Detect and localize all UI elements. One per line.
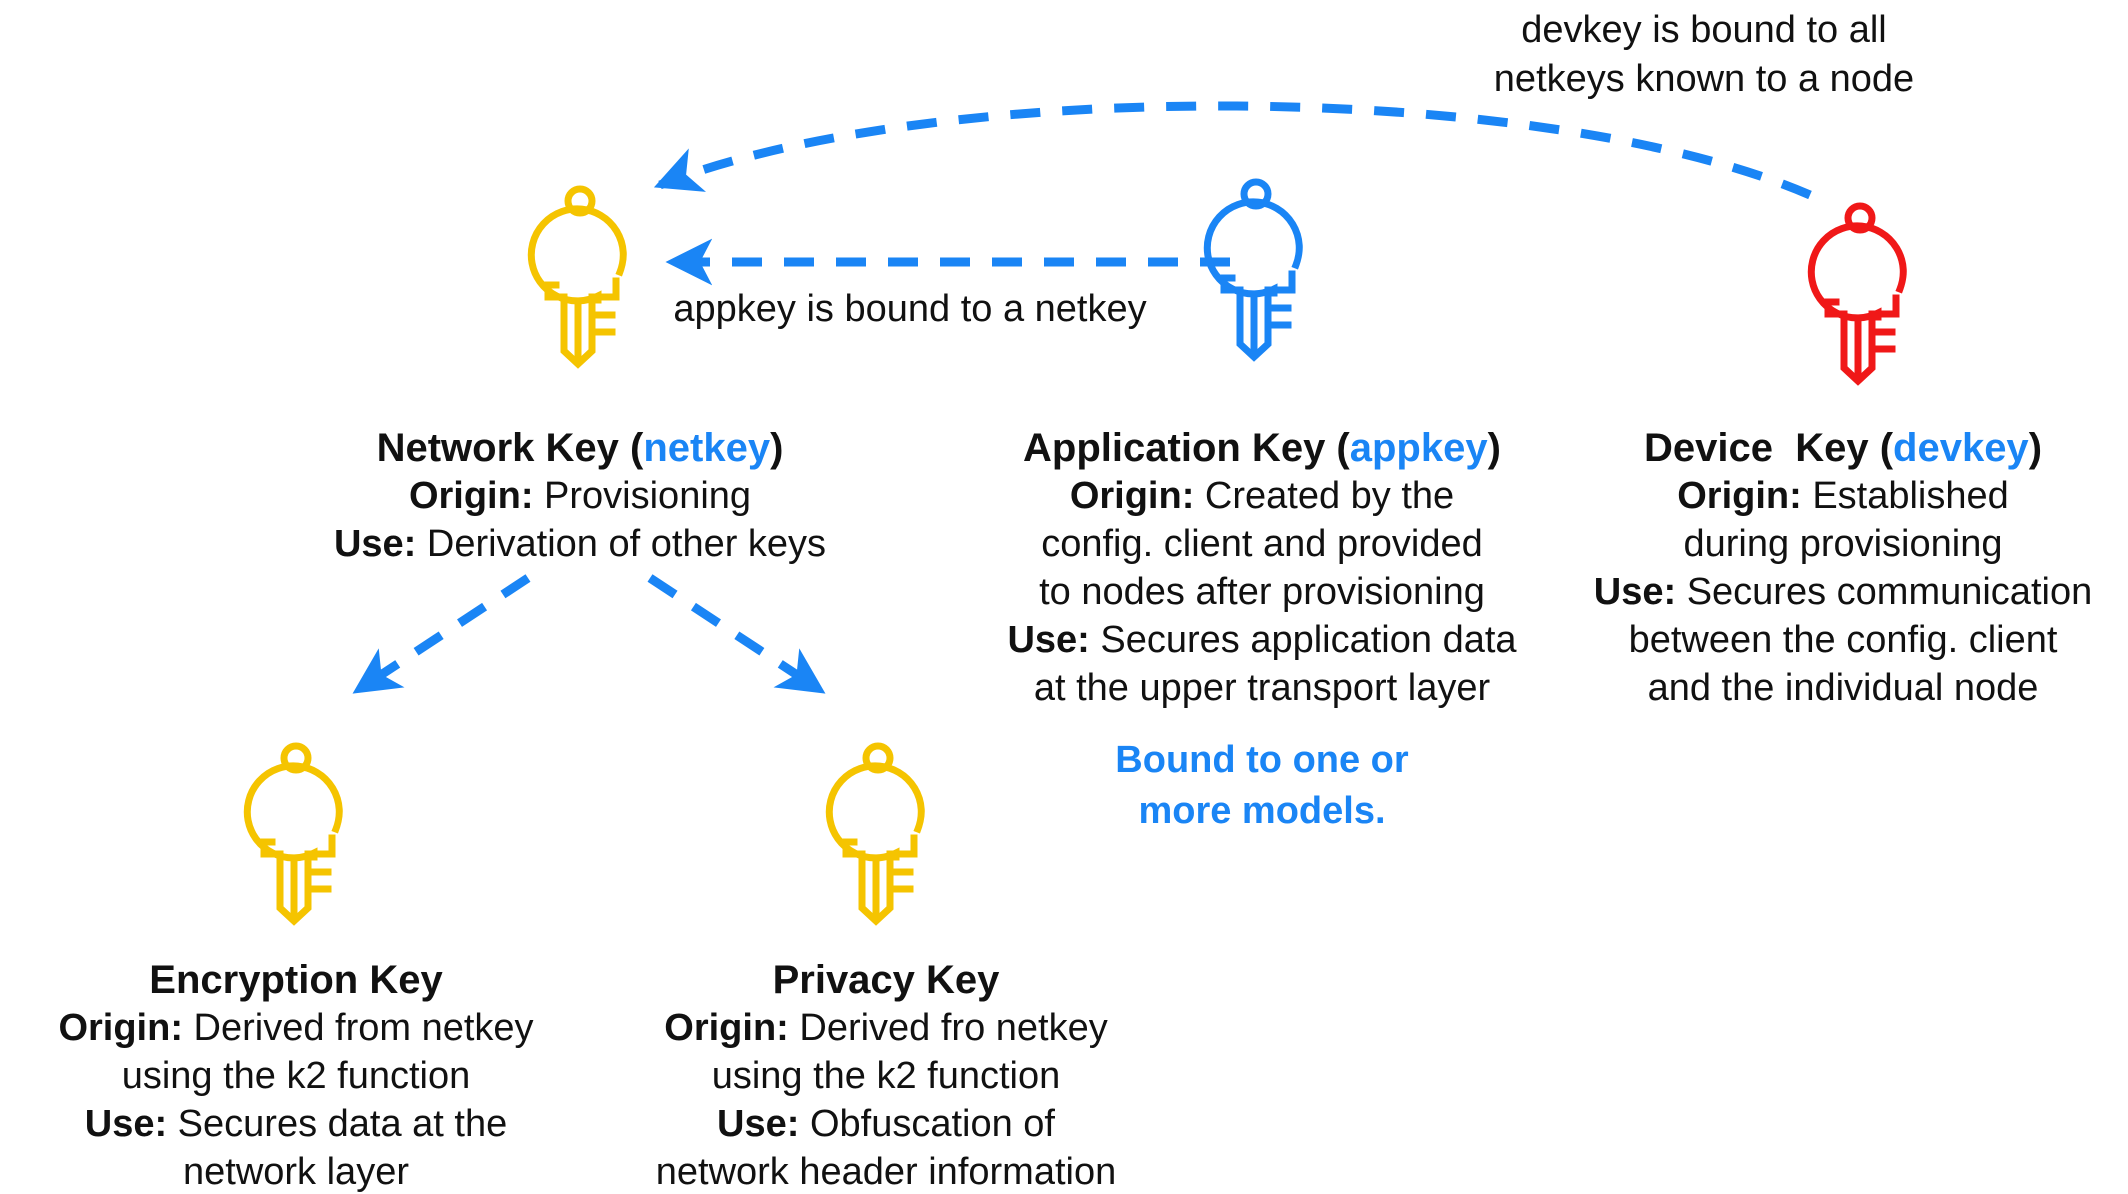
key-row: Use: Secures communication (1558, 569, 2128, 617)
key-row: Origin: Established (1558, 473, 2128, 521)
key-row-value: Derived from netkey (182, 1007, 534, 1050)
key-row: at the upper transport layer (952, 665, 1572, 713)
key-title-appkey-alias: appkey (1349, 426, 1488, 470)
key-row-value: Secures data at the (167, 1103, 508, 1146)
key-title-appkey-main: Application Key ( (1023, 426, 1350, 470)
key-title-privacy-main: Privacy Key (772, 958, 1000, 1002)
key-row-value: using the k2 function (121, 1055, 471, 1098)
key-title-netkey-alias: netkey (643, 426, 771, 470)
key-row-value: Obfuscation of (799, 1103, 1055, 1146)
key-row-value: Secures communication (1676, 571, 2093, 614)
key-row: Origin: Derived from netkey (0, 1005, 592, 1053)
key-title-devkey-alias: devkey (1893, 426, 2029, 470)
key-row-value: Secures application data (1089, 619, 1517, 662)
key-title-appkey: Application Key (appkey) (952, 423, 1572, 473)
key-title-netkey-main: Network Key ( (376, 426, 644, 470)
key-title-appkey-close: ) (1487, 426, 1501, 470)
annotation-appkey-binding: appkey is bound to a netkey (640, 285, 1180, 334)
key-title-encryption: Encryption Key (0, 955, 592, 1005)
key-row-label: Use: (717, 1103, 800, 1146)
key-row: Origin: Provisioning (260, 473, 900, 521)
key-row-label: Use: (333, 523, 417, 566)
key-title-netkey: Network Key (netkey) (260, 423, 900, 473)
key-row-value: at the upper transport layer (1033, 666, 1491, 709)
key-row: during provisioning (1558, 521, 2128, 569)
key-icon-appkey (1203, 178, 1303, 362)
key-row: Use: Secures application data (952, 617, 1572, 665)
key-block-encryption: Encryption Key Origin: Derived from netk… (0, 955, 592, 1194)
key-title-encryption-main: Encryption Key (149, 958, 443, 1002)
key-row: to nodes after provisioning (952, 569, 1572, 617)
key-row: using the k2 function (0, 1053, 592, 1101)
key-row: Origin: Created by the (952, 473, 1572, 521)
arrow-netkey-to-encryption (352, 574, 531, 694)
key-row-label: Origin: (664, 1007, 789, 1050)
key-row-label: Use: (1007, 619, 1090, 662)
key-row: network layer (0, 1149, 592, 1194)
key-row-value: config. client and provided (1041, 523, 1483, 566)
key-icon-privacy (825, 742, 925, 926)
key-icon-netkey (527, 185, 627, 369)
key-icon-encryption (243, 742, 343, 926)
key-row: config. client and provided (952, 521, 1572, 569)
key-block-privacy: Privacy Key Origin: Derived fro netkey u… (590, 955, 1182, 1194)
key-row-value: and the individual node (1647, 666, 2039, 709)
key-row-value: Provisioning (533, 475, 752, 518)
key-block-appkey: Application Key (appkey) Origin: Created… (952, 423, 1572, 713)
annotation-bound-to-models-line-2: more models. (1138, 790, 1386, 833)
key-title-netkey-close: ) (770, 426, 784, 470)
key-title-privacy: Privacy Key (590, 955, 1182, 1005)
key-row-value: network layer (183, 1151, 409, 1194)
key-row-label: Use: (1593, 571, 1677, 614)
key-row-value: between the config. client (1628, 619, 2058, 662)
key-row: Use: Secures data at the (0, 1101, 592, 1149)
key-row-value: Created by the (1194, 475, 1455, 518)
key-row-value: using the k2 function (711, 1055, 1061, 1098)
key-row: Origin: Derived fro netkey (590, 1005, 1182, 1053)
key-row-label: Origin: (408, 475, 534, 518)
key-row-value: Established (1801, 475, 2009, 518)
key-row-value: during provisioning (1683, 523, 2003, 566)
key-row-value: Derived fro netkey (788, 1007, 1108, 1050)
key-block-netkey: Network Key (netkey) Origin: Provisionin… (260, 423, 900, 569)
key-row: network header information (590, 1149, 1182, 1194)
arrow-netkey-to-privacy (647, 574, 826, 694)
annotation-appkey-binding-line-1: appkey is bound to a netkey (673, 288, 1147, 330)
key-row: between the config. client (1558, 617, 2128, 665)
key-row-label: Origin: (1677, 475, 1802, 518)
key-row: using the k2 function (590, 1053, 1182, 1101)
key-block-devkey: Device Key (devkey) Origin: Established … (1558, 423, 2128, 713)
key-icon-devkey (1807, 202, 1907, 386)
key-row-label: Origin: (58, 1007, 183, 1050)
key-row-value: network header information (655, 1151, 1117, 1194)
annotation-bound-to-models: Bound to one or more models. (1022, 735, 1502, 838)
annotation-devkey-binding-line-1: devkey is bound to all (1521, 9, 1887, 51)
key-row-label: Use: (84, 1103, 168, 1146)
key-row: and the individual node (1558, 665, 2128, 713)
annotation-bound-to-models-line-1: Bound to one or (1115, 739, 1409, 781)
key-row-value: Derivation of other keys (416, 523, 827, 566)
key-row: Use: Derivation of other keys (260, 521, 900, 569)
annotation-devkey-binding-line-2: netkeys known to a node (1493, 58, 1915, 101)
key-row-label: Origin: (1069, 475, 1195, 518)
key-title-devkey: Device Key (devkey) (1558, 423, 2128, 473)
key-row-value: to nodes after provisioning (1039, 571, 1485, 614)
key-title-devkey-main: Device Key ( (1643, 426, 1894, 470)
key-row: Use: Obfuscation of (590, 1101, 1182, 1149)
key-title-devkey-close: ) (2028, 426, 2043, 470)
annotation-devkey-binding: devkey is bound to all netkeys known to … (1332, 6, 2076, 105)
